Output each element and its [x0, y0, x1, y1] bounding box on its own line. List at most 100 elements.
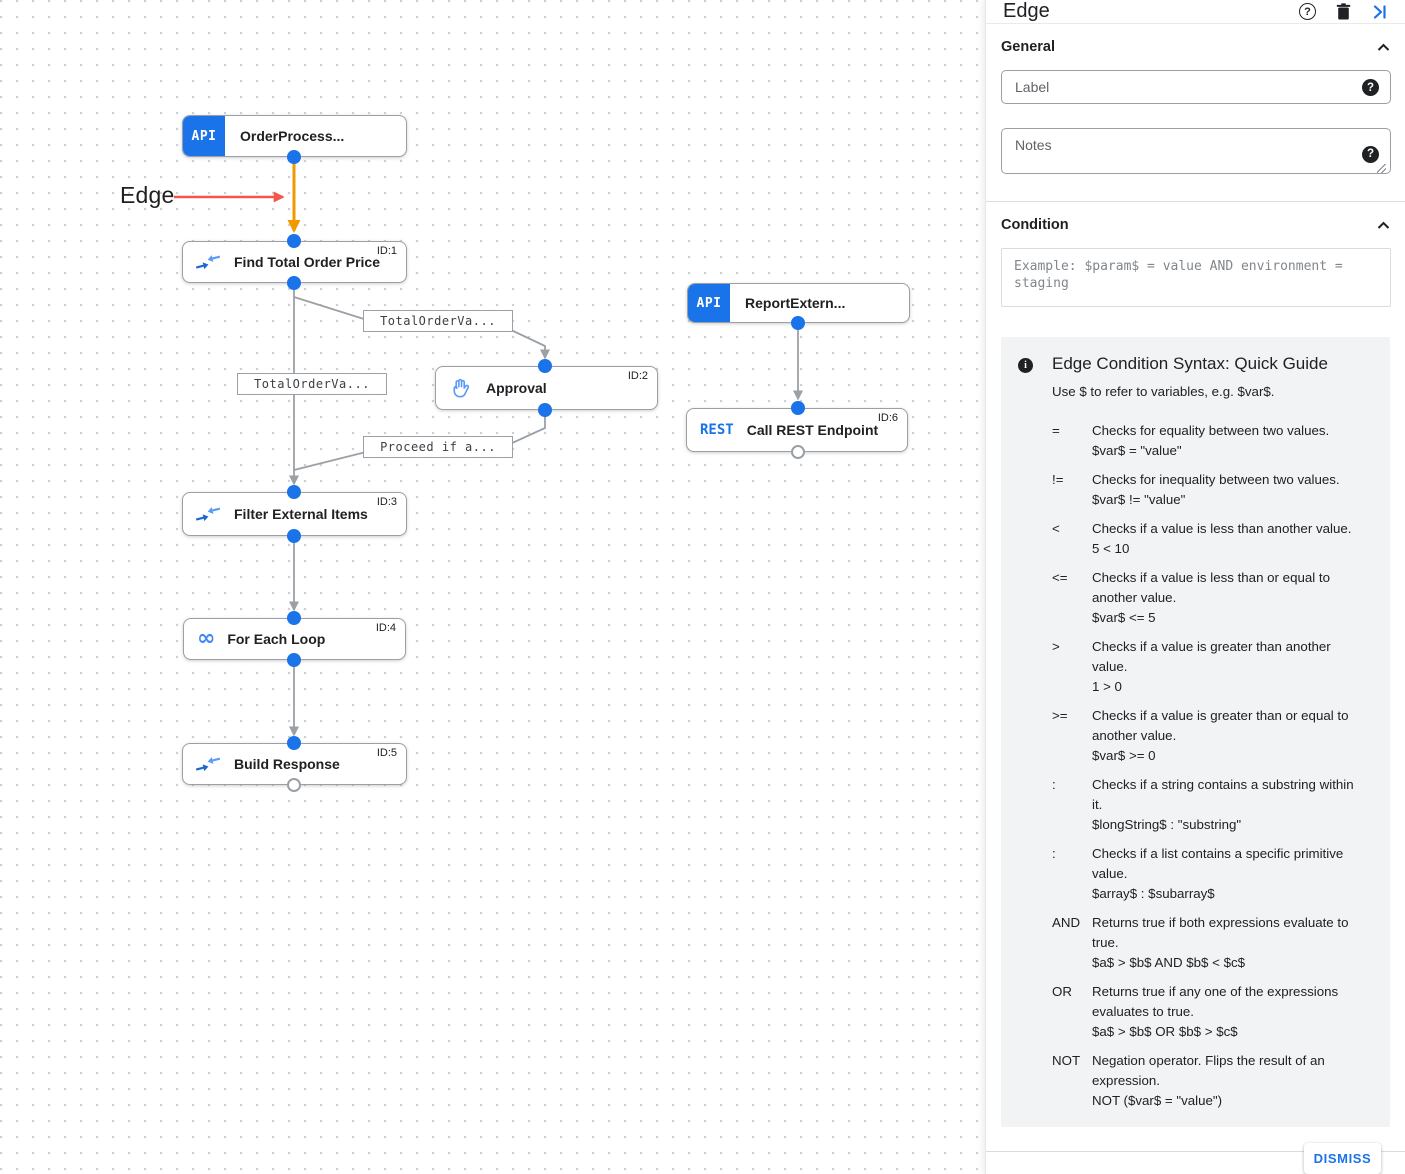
node-approval[interactable]: Approval ID:2 — [435, 366, 658, 410]
panel-header: Edge ? — [986, 0, 1405, 24]
guide-entry: OR Returns true if any one of the express… — [1052, 982, 1374, 1042]
data-mapping-icon — [196, 505, 220, 523]
guide-operator: : — [1052, 846, 1056, 861]
guide-entry: != Checks for inequality between two valu… — [1052, 470, 1374, 510]
guide-entry: >= Checks if a value is greater than or e… — [1052, 706, 1374, 766]
guide-entry: :Checks if a string contains a substring… — [1052, 775, 1374, 835]
label-input[interactable] — [1001, 70, 1391, 104]
guide-operator: NOT — [1052, 1053, 1081, 1068]
loop-icon: ∞ — [197, 626, 216, 651]
edge-label[interactable]: Proceed if a... — [363, 436, 513, 458]
node-label: Filter External Items — [234, 506, 368, 522]
node-label: ReportExtern... — [745, 295, 846, 311]
guide-example: $var$ >= 0 — [1092, 748, 1156, 763]
guide-title: Edge Condition Syntax: Quick Guide — [1052, 354, 1328, 373]
connector-port[interactable] — [287, 234, 301, 248]
guide-desc: Negation operator. Flips the result of a… — [1092, 1053, 1325, 1088]
help-icon[interactable]: ? — [1299, 3, 1316, 20]
guide-list: =Checks for equality between two values.… — [1052, 421, 1374, 1111]
connector-port[interactable] — [287, 150, 301, 164]
node-call-rest-endpoint[interactable]: REST Call REST Endpoint ID:6 — [686, 408, 908, 452]
flow-canvas[interactable]: Edge API OrderProcess... Find Total Orde… — [0, 0, 985, 1174]
connector-port[interactable] — [538, 359, 552, 373]
connector-port[interactable] — [538, 403, 552, 417]
condition-section-header[interactable]: Condition — [1001, 217, 1390, 233]
guide-example: 5 < 10 — [1092, 541, 1130, 556]
general-section: General ? ? — [986, 24, 1405, 201]
connector-port[interactable] — [287, 485, 301, 499]
node-id-badge: ID:4 — [375, 622, 396, 634]
connector-port[interactable] — [287, 276, 301, 290]
guide-desc: Checks if a value is greater than anothe… — [1092, 639, 1331, 674]
guide-operator: = — [1052, 423, 1060, 438]
chevron-up-icon[interactable] — [1377, 221, 1390, 230]
guide-entry: > Checks if a value is greater than anoth… — [1052, 637, 1374, 697]
collapse-panel-icon[interactable] — [1371, 4, 1388, 20]
connector-port[interactable] — [287, 653, 301, 667]
panel-title: Edge — [1003, 0, 1050, 22]
guide-operator: != — [1052, 472, 1064, 487]
guide-example: $var$ <= 5 — [1092, 610, 1156, 625]
guide-desc: Returns true if both expressions evaluat… — [1092, 915, 1349, 950]
connector-port[interactable] — [287, 736, 301, 750]
node-id-badge: ID:1 — [376, 245, 397, 257]
node-label: OrderProcess... — [240, 128, 345, 144]
connector-port[interactable] — [287, 611, 301, 625]
notes-input[interactable] — [1001, 128, 1391, 174]
data-mapping-icon — [196, 755, 220, 773]
chevron-up-icon[interactable] — [1377, 43, 1390, 52]
notes-field-wrap: ? — [1001, 128, 1391, 179]
edge-label[interactable]: TotalOrderVa... — [237, 373, 387, 395]
guide-operator: < — [1052, 521, 1060, 536]
node-id-badge: ID:3 — [376, 496, 397, 508]
edge-label[interactable]: TotalOrderVa... — [363, 310, 513, 332]
node-id-badge: ID:2 — [627, 370, 648, 382]
connector-port[interactable] — [791, 401, 805, 415]
edge-config-panel: Edge ? General — [985, 0, 1405, 1174]
node-label: Approval — [486, 380, 547, 396]
guide-desc: Returns true if any one of the expressio… — [1092, 984, 1339, 1019]
connector-port[interactable] — [791, 316, 805, 330]
edges-layer — [174, 160, 803, 737]
connector-port[interactable] — [287, 529, 301, 543]
node-reportextern[interactable]: API ReportExtern... — [687, 283, 910, 323]
condition-section: Condition — [986, 202, 1405, 337]
approval-hand-icon — [449, 377, 472, 400]
node-label: Build Response — [234, 756, 340, 772]
resize-handle[interactable] — [1377, 164, 1386, 173]
node-for-each-loop[interactable]: ∞ For Each Loop ID:4 — [183, 618, 406, 660]
guide-desc: Checks if a value is less than or equal … — [1092, 570, 1330, 605]
guide-entry: NOT Negation operator. Flips the result o… — [1052, 1051, 1374, 1111]
notes-help-icon[interactable]: ? — [1362, 145, 1379, 163]
guide-operator: : — [1052, 777, 1056, 792]
condition-syntax-guide: i Edge Condition Syntax: Quick Guide Use… — [1001, 337, 1390, 1127]
guide-operator: OR — [1052, 984, 1072, 999]
label-help-icon[interactable]: ? — [1362, 79, 1379, 96]
connector-port-end[interactable] — [287, 778, 301, 792]
guide-operator: <= — [1052, 570, 1068, 585]
general-section-header[interactable]: General — [1001, 39, 1390, 55]
dismiss-button[interactable]: DISMISS — [1304, 1143, 1381, 1174]
dismiss-bar: DISMISS — [986, 1143, 1405, 1174]
guide-desc: Checks if a value is greater than or equ… — [1092, 708, 1349, 743]
guide-desc: Checks if a list contains a specific pri… — [1092, 846, 1344, 881]
connector-port-end[interactable] — [791, 445, 805, 459]
guide-entry: <= Checks if a value is less than or equa… — [1052, 568, 1374, 628]
condition-input[interactable] — [1001, 248, 1391, 307]
api-trigger-icon: API — [183, 116, 225, 156]
guide-operator: > — [1052, 639, 1060, 654]
guide-operator: >= — [1052, 708, 1068, 723]
guide-desc: Checks for inequality between two values… — [1092, 472, 1340, 487]
guide-entry: =Checks for equality between two values.… — [1052, 421, 1374, 461]
guide-desc: Checks if a value is less than another v… — [1092, 521, 1352, 536]
section-divider — [986, 201, 1405, 202]
guide-example: $var$ != "value" — [1092, 492, 1186, 507]
guide-subtitle: Use $ to refer to variables, e.g. $var$. — [1052, 384, 1275, 399]
info-icon: i — [1018, 358, 1033, 373]
delete-icon[interactable] — [1336, 3, 1351, 20]
guide-example: 1 > 0 — [1092, 679, 1122, 694]
node-label: Call REST Endpoint — [746, 422, 879, 438]
node-id-badge: ID:5 — [376, 747, 397, 759]
api-trigger-icon: API — [688, 284, 730, 322]
